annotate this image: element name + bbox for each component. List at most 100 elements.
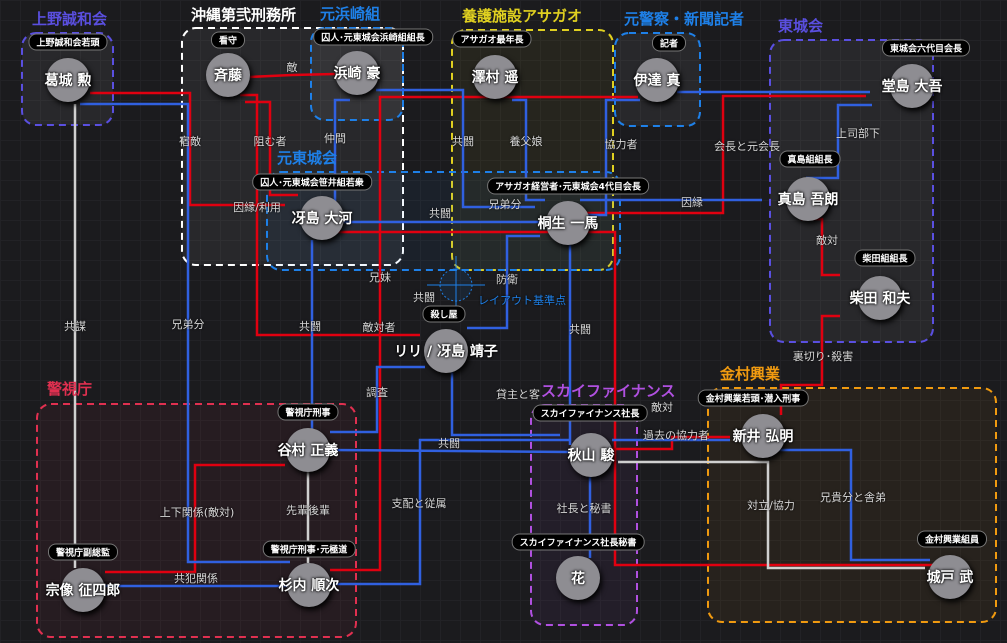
person-node[interactable] [569, 433, 613, 477]
edge-ally [330, 365, 425, 434]
edge-label: 過去の協力者 [643, 429, 709, 442]
person-name: 杉内 順次 [278, 578, 340, 594]
edge-label: 対立/協力 [747, 499, 795, 512]
person-name: 堂島 大吾 [881, 79, 943, 95]
person-name: 秋山 駿 [567, 448, 615, 464]
role-badge: 囚人･元東城会笹井組若衆 [252, 173, 372, 191]
edge-label: 共闘 [429, 207, 451, 220]
group-title-tojo: 東城会 [778, 17, 824, 35]
edge-hostile [580, 94, 866, 215]
person-name: 新井 弘明 [732, 429, 794, 445]
edge-ally [467, 234, 540, 330]
person-node[interactable] [61, 568, 105, 612]
edge-label: 仲間 [324, 132, 346, 145]
edge-ally [450, 372, 560, 437]
group-title-sky: スカイファイナンス [541, 382, 676, 400]
person-name: 冴島 大河 [291, 211, 353, 227]
role-badge: 殺し屋 [422, 305, 466, 323]
group-title-asagao: 養護施設アサガオ [462, 7, 583, 25]
edge-label: 因縁 [681, 196, 703, 209]
edge-label: 上司部下 [836, 127, 880, 140]
role-badge: 警視庁副総監 [47, 543, 119, 561]
edge-ally [806, 103, 872, 180]
person-name: 葛城 勲 [44, 73, 92, 89]
person-name: 城戸 武 [926, 570, 974, 586]
person-name: 真島 吾朗 [777, 192, 839, 208]
edge-label: 支配と従属 [391, 497, 447, 510]
group-title-hamazaki: 元浜崎組 [320, 5, 381, 23]
edge-label: 共犯関係 [174, 572, 218, 585]
person-node[interactable] [473, 55, 517, 99]
edge-label: 会長と元会長 [714, 140, 780, 153]
group-title-prison: 沖縄第弐刑務所 [191, 6, 297, 24]
edge-label: 上下関係(敵対) [159, 506, 235, 519]
edge-label: 敵対 [816, 234, 838, 247]
edges [73, 72, 945, 588]
person-name: 斉藤 [214, 68, 242, 84]
role-badge: スカイファイナンス社長秘書 [511, 533, 645, 551]
person-node[interactable] [556, 556, 600, 600]
edge-label: 敵対 [651, 401, 673, 414]
layout-anchor-label: レイアウト基準点 [478, 294, 566, 307]
edge-hostile [105, 463, 285, 574]
group-box-tojo [769, 39, 934, 343]
edge-ally [333, 98, 350, 210]
edge-label: 裏切り･殺害 [792, 350, 854, 363]
person-node[interactable] [286, 428, 330, 472]
edge-label: 兄弟分 [488, 198, 522, 211]
person-node[interactable] [287, 563, 331, 607]
person-node[interactable] [546, 201, 590, 245]
edge-ally [512, 98, 545, 202]
person-node[interactable] [300, 196, 344, 240]
layout-anchor [427, 256, 485, 314]
edge-ally [580, 98, 640, 217]
edge-ally [775, 448, 930, 562]
edge-hostile [333, 230, 945, 567]
edge-label: 兄貴分と舎弟 [820, 491, 886, 504]
edge-ally [330, 438, 570, 586]
person-node[interactable] [635, 58, 679, 102]
edge-label: 共闘 [438, 437, 460, 450]
edge-label: 敵対者 [362, 321, 396, 334]
edge-label: 共闘 [569, 323, 591, 336]
person-name: 澤村 遥 [471, 70, 519, 86]
role-badge: 金村興業若頭･潜入刑事 [697, 389, 809, 407]
person-node[interactable] [741, 414, 785, 458]
person-node[interactable] [928, 555, 972, 599]
person-node[interactable] [335, 51, 379, 95]
edge-label: 共闘 [452, 135, 474, 148]
person-name: 桐生 一馬 [537, 216, 599, 232]
role-badge: 警視庁刑事 [277, 403, 339, 421]
role-badge: 警視庁刑事･元極道 [262, 540, 356, 558]
person-node[interactable] [206, 53, 250, 97]
edge-label: 兄弟分 [171, 318, 205, 331]
group-title-ex-tojo: 元東城会 [277, 149, 338, 167]
person-node[interactable] [46, 58, 90, 102]
person-node[interactable] [890, 64, 934, 108]
person-node[interactable] [424, 329, 468, 373]
person-node[interactable] [858, 276, 902, 320]
edge-label: 兄妹 [369, 271, 391, 284]
edge-hostile [612, 435, 730, 451]
person-name: 花 [571, 571, 585, 587]
edge-ally [376, 88, 535, 209]
edge-label: 共謀 [64, 320, 86, 333]
group-title-kanemura: 金村興業 [720, 365, 781, 383]
edge-ally [80, 102, 290, 564]
role-badge: 金村興業組員 [916, 530, 988, 548]
role-badge: スカイファイナンス社長 [532, 404, 648, 422]
edge-label: 敵 [286, 61, 298, 74]
person-name: 谷村 正義 [277, 443, 339, 459]
person-name: 柴田 和夫 [849, 291, 911, 307]
edge-hostile [249, 72, 336, 79]
role-badge: 看守 [210, 31, 246, 49]
person-name: 伊達 真 [633, 73, 681, 89]
edge-ally [329, 448, 571, 454]
person-node[interactable] [786, 177, 830, 221]
person-name: 宗像 征四郎 [45, 583, 121, 599]
edge-label: 調査 [366, 386, 388, 399]
edge-label: 防衛 [496, 273, 518, 286]
person-name: リリ / 冴島 靖子 [394, 344, 498, 360]
edge-hostile [240, 93, 420, 337]
